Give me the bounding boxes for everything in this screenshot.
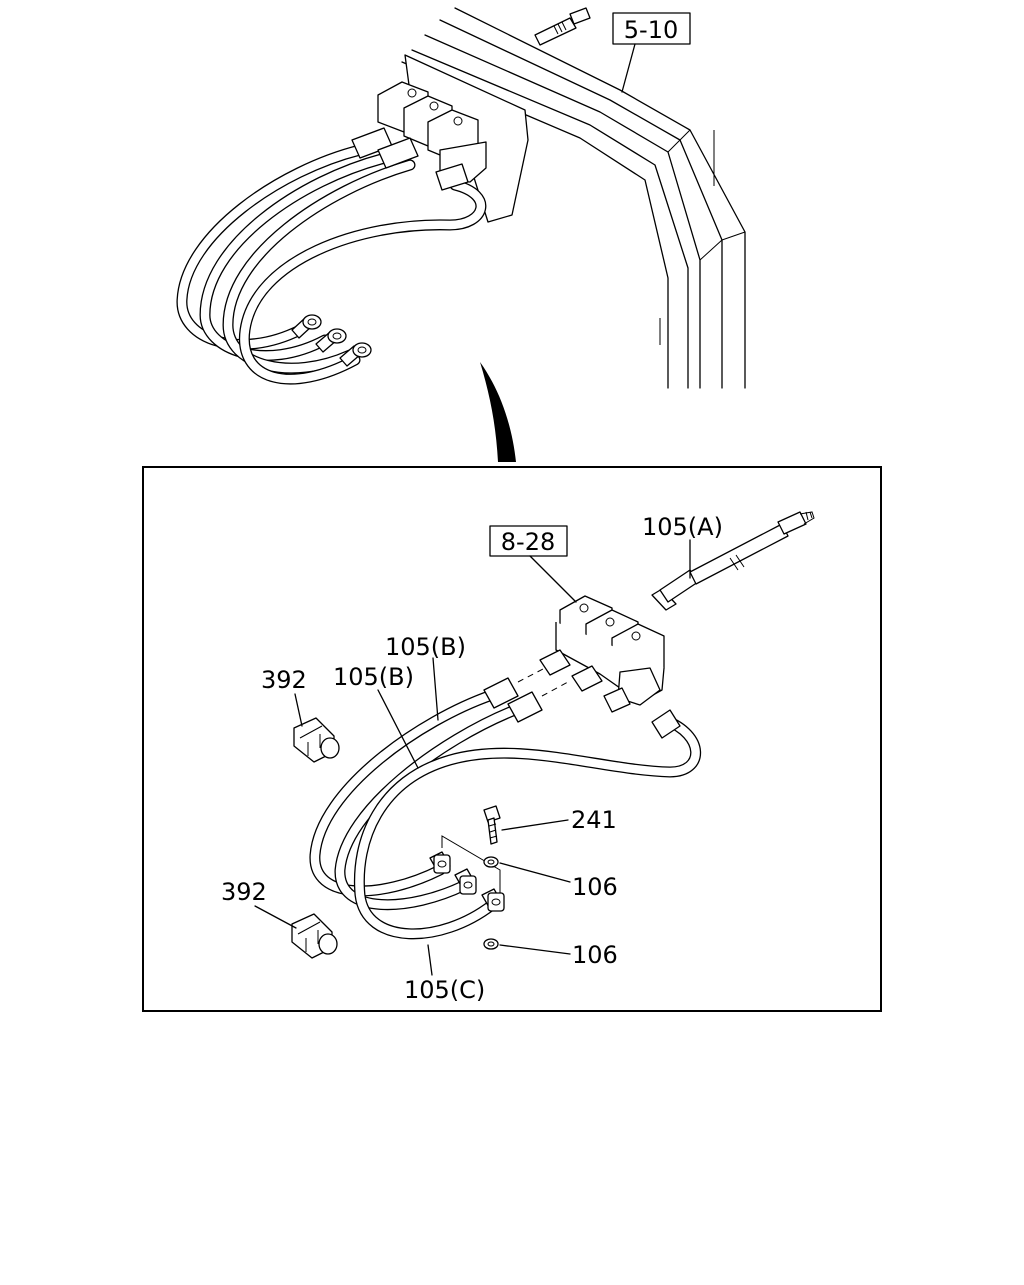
hoses-detail	[309, 689, 702, 940]
frame-outline	[401, 7, 746, 389]
label-392-lower: 392	[221, 878, 267, 906]
label-106-lower: 106	[572, 941, 618, 969]
detail-frame	[142, 466, 882, 1012]
eye-fittings-detail	[429, 835, 505, 912]
label-105b-lower: 105(B)	[333, 663, 414, 691]
valve-assembly-top	[377, 81, 487, 183]
clip-upper	[293, 717, 340, 763]
ref-label-detail: 8-28	[501, 528, 555, 556]
valve-assembly	[539, 595, 665, 713]
washer-lower	[483, 938, 499, 950]
eye-fittings-top	[291, 314, 372, 367]
label-392-upper: 392	[261, 666, 307, 694]
bolt-241	[483, 805, 501, 845]
label-241: 241	[571, 806, 617, 834]
label-106-upper: 106	[572, 873, 618, 901]
leader-top-ref	[621, 43, 636, 93]
detail-drawing: 8-28	[221, 511, 815, 1004]
label-105a: 105(A)	[642, 513, 723, 541]
overview-drawing: 5-10	[176, 7, 746, 389]
hose-fittings-detail	[483, 667, 681, 739]
ref-box-detail: 8-28	[489, 525, 577, 603]
label-105b-upper: 105(B)	[385, 633, 466, 661]
ref-box-top: 5-10	[612, 12, 691, 93]
leader-detail-ref	[529, 555, 577, 603]
hoses-top	[176, 144, 487, 385]
washer-upper	[483, 856, 499, 868]
clip-lower	[291, 913, 338, 959]
label-105c: 105(C)	[404, 976, 485, 1004]
fittings-top	[351, 127, 469, 191]
stud-bolt-top	[534, 7, 591, 46]
leader-lines	[254, 539, 691, 976]
hose-a	[651, 511, 815, 611]
ref-label-top: 5-10	[624, 16, 678, 44]
detail-pointer	[480, 362, 516, 462]
